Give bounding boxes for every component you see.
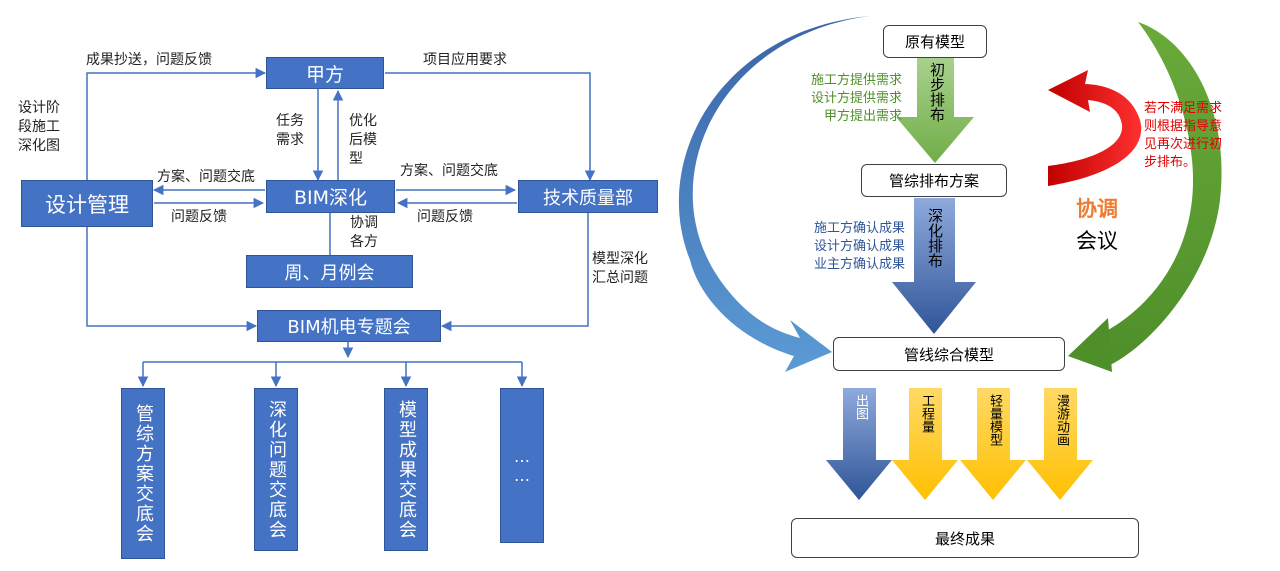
left-curved-arrow	[678, 16, 870, 372]
label-red-note: 若不满足需求则根据指导意见再次进行初步排布。	[1144, 101, 1223, 170]
line-jiafang-to-tech	[385, 72, 596, 182]
label-submit-feedback: 成果抄送，问题反馈	[86, 52, 212, 68]
label-optimized-model: 优化后模型	[349, 113, 377, 167]
arrow-output-drawing	[826, 388, 892, 500]
node-output-1[interactable]: 管综方案交底会	[121, 388, 165, 559]
note-confirm-2: 设计方确认成果	[813, 239, 905, 254]
node-final-result[interactable]: 最终成果	[791, 518, 1139, 558]
arrow-output-animation	[1027, 388, 1093, 500]
node-bim-deepening[interactable]: BIM深化	[266, 180, 395, 213]
right-curved-arrow-head	[1068, 318, 1112, 372]
note-req-2: 设计方提供需求	[810, 91, 902, 106]
right-curved-arrow	[1070, 22, 1222, 365]
node-design-management[interactable]: 设计管理	[21, 180, 153, 227]
label-task-demand: 任务需求	[276, 113, 304, 148]
node-weekly-meeting[interactable]: 周、月例会	[246, 255, 413, 288]
label-output-drawing: 出图	[853, 394, 868, 420]
label-app-requirements: 项目应用要求	[423, 52, 507, 68]
arrow-output-light-model	[960, 388, 1026, 500]
line-design-to-mep	[86, 227, 258, 332]
node-output-2[interactable]: 深化问题交底会	[254, 388, 298, 551]
line-tech-to-mep	[440, 213, 589, 332]
node-output-4[interactable]: ……	[500, 388, 544, 543]
node-tech-quality[interactable]: 技术质量部	[518, 180, 658, 213]
label-output-light-model: 轻量模型	[987, 394, 1002, 446]
label-meeting-sub: 会议	[1076, 229, 1118, 253]
label-plan-handover-left: 方案、问题交底	[157, 169, 255, 185]
label-design-stage: 设计阶段施工深化图	[18, 100, 60, 154]
line-design-to-jiafang	[86, 67, 267, 180]
node-jiafang[interactable]: 甲方	[266, 57, 384, 89]
label-plan-handover-right: 方案、问题交底	[400, 163, 498, 179]
arrow-deep-layout	[892, 198, 976, 334]
arrow-initial-layout	[896, 58, 974, 163]
notes-requirements: 施工方提供需求 设计方提供需求 甲方提出需求	[800, 72, 902, 126]
notes-confirmations: 施工方确认成果 设计方确认成果 业主方确认成果	[791, 220, 905, 274]
node-integrated-model[interactable]: 管线综合模型	[833, 337, 1065, 371]
red-feedback-arrow	[1048, 70, 1142, 186]
note-confirm-1: 施工方确认成果	[813, 221, 905, 236]
node-output-3[interactable]: 模型成果交底会	[384, 388, 428, 551]
label-meeting-title: 协调	[1076, 197, 1118, 221]
note-confirm-3: 业主方确认成果	[813, 257, 905, 272]
label-feedback-right: 问题反馈	[417, 209, 473, 225]
label-output-quantity: 工程量	[919, 394, 934, 433]
node-original-model[interactable]: 原有模型	[883, 25, 987, 58]
note-req-1: 施工方提供需求	[810, 73, 902, 88]
label-output-animation: 漫游动画	[1054, 394, 1069, 446]
label-model-issues: 模型深化汇总问题	[592, 251, 648, 286]
label-initial-layout: 初步排布	[928, 62, 946, 122]
label-feedback-left: 问题反馈	[171, 209, 227, 225]
node-mep-meeting[interactable]: BIM机电专题会	[257, 310, 441, 342]
label-deep-layout: 深化排布	[926, 208, 944, 268]
arrow-output-quantity	[892, 388, 958, 500]
note-req-3: 甲方提出需求	[823, 109, 902, 124]
node-layout-plan[interactable]: 管综排布方案	[861, 164, 1007, 197]
label-coordinate: 协调各方	[350, 215, 378, 250]
